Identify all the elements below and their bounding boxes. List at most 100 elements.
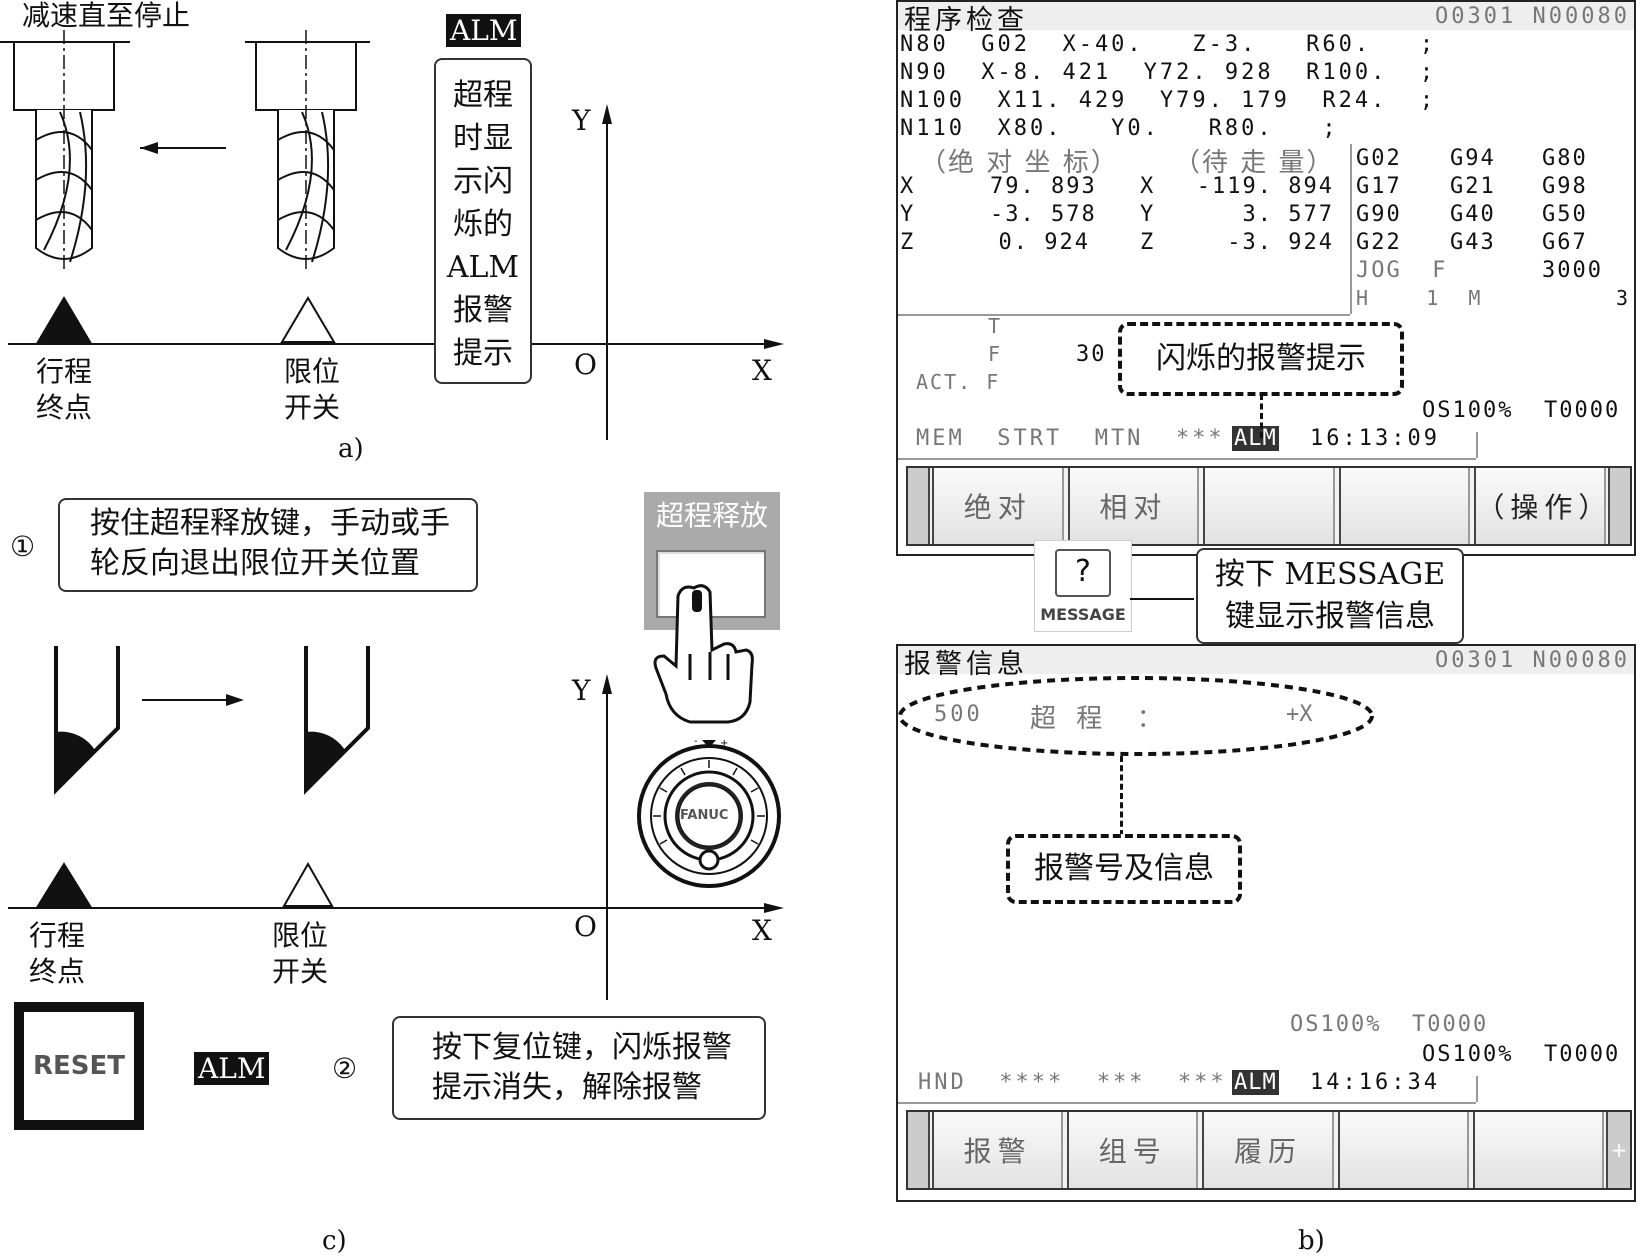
step1-callout: 按住超程释放键，手动或手 轮反向退出限位开关位置 <box>58 498 478 592</box>
axis-letter: Y <box>900 202 916 227</box>
origin-label: O <box>574 348 597 381</box>
status-mode: HND **** *** *** <box>918 1070 1227 1095</box>
gcode: G21 <box>1450 174 1496 199</box>
code-line: N90 X-8. 421 Y72. 928 R100. ; <box>900 60 1437 85</box>
axis-letter: X <box>1140 174 1156 199</box>
step1-number: ① <box>10 530 36 563</box>
dist-value: -3. 924 <box>1227 230 1334 255</box>
message-key-callout: 按下 MESSAGE 键显示报警信息 <box>1196 548 1464 644</box>
code-line: N100 X11. 429 Y79. 179 R24. ; <box>900 88 1437 113</box>
alarm-text: 超 程 ： <box>1030 704 1169 734</box>
f-label: F <box>988 342 1003 366</box>
softkey-blank[interactable] <box>1203 468 1335 544</box>
callout-connector <box>1120 756 1123 836</box>
abs-value: 79. 893 <box>990 174 1097 199</box>
dist-value: -119. 894 <box>1196 174 1334 199</box>
callout-line: 按住超程释放键，手动或手 <box>90 506 450 541</box>
axis-letter: X <box>900 174 916 199</box>
screen-title: 报警信息 <box>904 649 1028 680</box>
absolute-header: （绝 对 坐 标） <box>920 148 1119 178</box>
gcode: G94 <box>1450 146 1496 171</box>
release-key-label: 超程释放 <box>655 499 768 532</box>
status-time: 14:16:34 <box>1310 1070 1440 1095</box>
callout-line: 报警 <box>453 293 513 328</box>
softkey-group[interactable]: 组号 <box>1067 1112 1199 1188</box>
caption-b: b) <box>1298 1226 1325 1256</box>
callout-line: 示闪 <box>453 164 513 199</box>
stroke-end-label: 行程 终点 <box>36 354 92 426</box>
overtravel-alarm-callout: 超程 时显 示闪 烁的 ALM 报警 提示 <box>434 58 532 384</box>
status-mode: MEM STRT MTN *** <box>916 426 1225 451</box>
softkey-left-arrow[interactable] <box>908 468 930 544</box>
softkey-alarm[interactable]: 报警 <box>932 1112 1064 1188</box>
alarm-axis: +X <box>1286 702 1313 727</box>
label-line: 开关 <box>284 391 341 424</box>
handwheel-brand: FANUC <box>680 808 729 823</box>
alarm-highlight-ellipse <box>898 676 1374 756</box>
softkey-left-arrow[interactable] <box>908 1112 930 1188</box>
blinking-alarm-callout: 闪烁的报警提示 <box>1118 322 1404 396</box>
y-axis-label: Y <box>572 674 591 707</box>
label-line: 行程 <box>29 919 86 952</box>
gcode: G50 <box>1542 202 1588 227</box>
label-line: 限位 <box>272 919 329 952</box>
softkey-blank[interactable] <box>1472 1112 1605 1188</box>
softkey-absolute[interactable]: 绝对 <box>932 468 1064 544</box>
gcode: G90 <box>1356 202 1402 227</box>
program-number: O0301 N00080 <box>1435 4 1630 29</box>
label-line: 终点 <box>36 391 93 424</box>
manual-pulse-handwheel-icon[interactable]: - + <box>634 736 784 892</box>
gcode: G22 <box>1356 230 1402 255</box>
callout-connector <box>1130 598 1194 600</box>
label-line: 终点 <box>29 955 86 988</box>
label-line: 行程 <box>36 355 93 388</box>
softkey-next[interactable]: + <box>1606 1112 1631 1188</box>
actual-feed-label: ACT. F <box>916 370 1001 394</box>
question-icon: ? <box>1055 549 1111 597</box>
softkey-blank[interactable] <box>1338 468 1471 544</box>
alm-badge: ALM <box>194 1052 270 1085</box>
f-value: 30 <box>1076 342 1107 367</box>
softkey-operation[interactable]: （操作） <box>1474 468 1606 544</box>
callout-line: 键显示报警信息 <box>1225 599 1435 634</box>
origin-label: O <box>574 910 597 943</box>
screen-title: 程序检查 <box>904 5 1028 36</box>
callout-line: 提示 <box>453 336 513 371</box>
step2-callout: 按下复位键，闪烁报警 提示消失，解除报警 <box>392 1016 766 1120</box>
code-line: N80 G02 X-40. Z-3. R60. ; <box>900 32 1437 57</box>
y-axis-label: Y <box>572 104 591 137</box>
jog-feed-label: JOG F <box>1356 258 1448 283</box>
override-tool: OS100% T0000 <box>1290 1012 1489 1037</box>
gcode: G67 <box>1542 230 1588 255</box>
x-axis-label: X <box>752 354 772 387</box>
reset-key[interactable]: RESET <box>14 1002 144 1130</box>
jog-feed-value: 3000 <box>1542 258 1603 283</box>
softkey-blank[interactable] <box>1337 1112 1469 1188</box>
softkey-right-arrow[interactable] <box>1607 468 1630 544</box>
axis-letter: Y <box>1140 202 1156 227</box>
softkey-relative[interactable]: 相对 <box>1067 468 1200 544</box>
svg-text:-: - <box>694 736 698 747</box>
pointing-hand-icon <box>653 584 754 724</box>
label-line: 限位 <box>284 355 341 388</box>
gcode: G40 <box>1450 202 1496 227</box>
callout-line: 超程 <box>453 78 513 113</box>
label-line: 开关 <box>272 955 329 988</box>
alarm-message-screen: 报警信息 O0301 N00080 OS100% T0000 OS100% T0… <box>896 644 1636 1202</box>
m-value: 3 <box>1616 286 1631 310</box>
svg-text:+: + <box>720 738 728 749</box>
limit-switch-label: 限位 开关 <box>284 354 340 426</box>
axis-letter: Z <box>900 230 916 255</box>
t-label: T <box>988 314 1003 338</box>
step2-number: ② <box>332 1052 358 1085</box>
stroke-end-label: 行程 终点 <box>29 918 85 990</box>
callout-line: 时显 <box>453 121 513 156</box>
distance-header: （待 走 量） <box>1174 148 1335 178</box>
caption-a: a) <box>338 434 364 464</box>
title-bar <box>898 2 1634 30</box>
softkey-history[interactable]: 履历 <box>1202 1112 1334 1188</box>
caption-c: c) <box>322 1226 347 1256</box>
override-tool: OS100% T0000 <box>1422 1042 1621 1067</box>
alarm-number: 500 <box>934 702 983 727</box>
message-key[interactable]: ? MESSAGE <box>1034 540 1132 632</box>
